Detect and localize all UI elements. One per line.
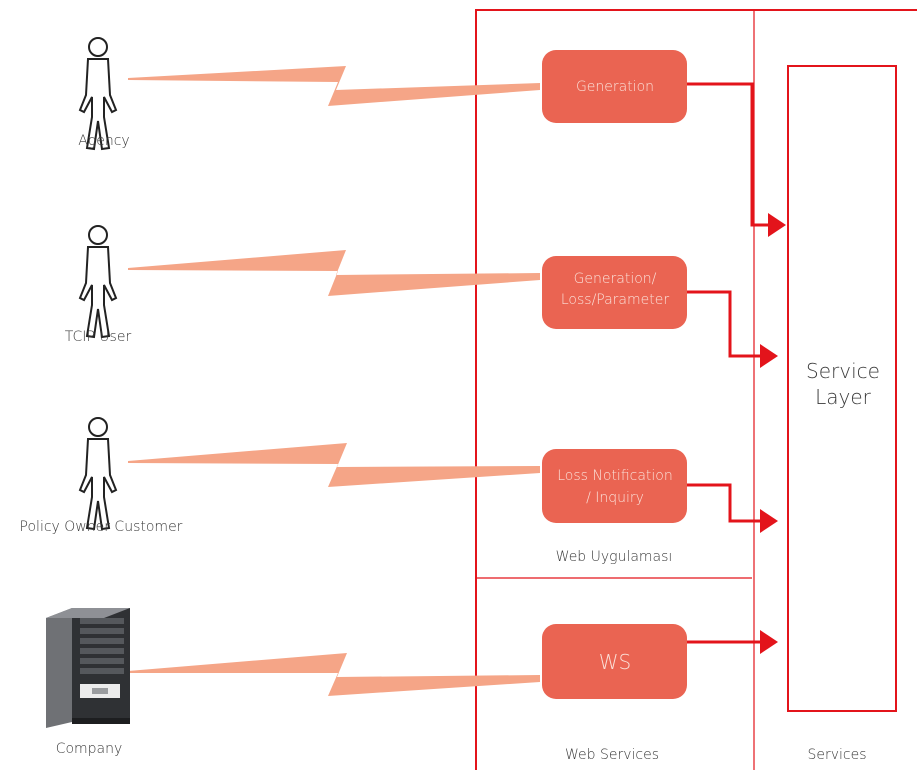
- agency-actor: Agency: [78, 37, 130, 151]
- lightning-policy-owner: [128, 443, 540, 487]
- lightning-company: [128, 653, 540, 696]
- generation-loss-label-line1: Generation/: [574, 271, 657, 287]
- actor-label-tcip-user: TCIP User: [65, 329, 132, 345]
- server-icon: [46, 608, 130, 728]
- arrow-ws: [687, 630, 778, 654]
- arrow-loss-notification: [687, 483, 778, 533]
- tcip-user-actor: TCIP User: [65, 225, 132, 345]
- ws-label: WS: [599, 650, 631, 674]
- generation-loss-label-line2: Loss/Parameter: [561, 292, 670, 308]
- policy-owner-actor: Policy Owner Customer: [20, 417, 183, 535]
- arrow-generation: [687, 82, 786, 237]
- ws-box: WS: [542, 624, 687, 699]
- person-icon: [78, 417, 118, 531]
- zone-label-web-app: Web Uygulaması: [556, 549, 673, 565]
- loss-notification-label-line2: / Inquiry: [586, 490, 644, 506]
- actor-label-policy-owner: Policy Owner Customer: [20, 519, 183, 535]
- service-arrows: [687, 82, 786, 654]
- loss-notification-label-line1: Loss Notification: [557, 468, 673, 484]
- person-icon: [78, 225, 118, 339]
- service-layer-box: [787, 65, 897, 712]
- actor-label-company: Company: [56, 741, 123, 757]
- arrow-generation-loss: [687, 290, 778, 368]
- generation-label: Generation: [576, 79, 654, 95]
- lightning-connectors: [128, 66, 540, 696]
- person-icon: [78, 37, 118, 151]
- generation-box: Generation: [542, 50, 687, 123]
- service-layer-label-line2: Layer: [815, 385, 872, 409]
- loss-notification-box: Loss Notification / Inquiry: [542, 449, 687, 523]
- lightning-agency: [128, 66, 540, 106]
- zone-label-services: Services: [807, 747, 866, 763]
- zone-borders: [475, 9, 917, 770]
- generation-loss-parameter-box: Generation/ Loss/Parameter: [542, 256, 687, 329]
- actor-label-agency: Agency: [78, 133, 129, 149]
- zone-label-web-services: Web Services: [565, 747, 659, 763]
- service-layer-label-line1: Service: [806, 359, 880, 383]
- lightning-tcip-user: [128, 250, 540, 296]
- company-actor: Company: [46, 608, 130, 757]
